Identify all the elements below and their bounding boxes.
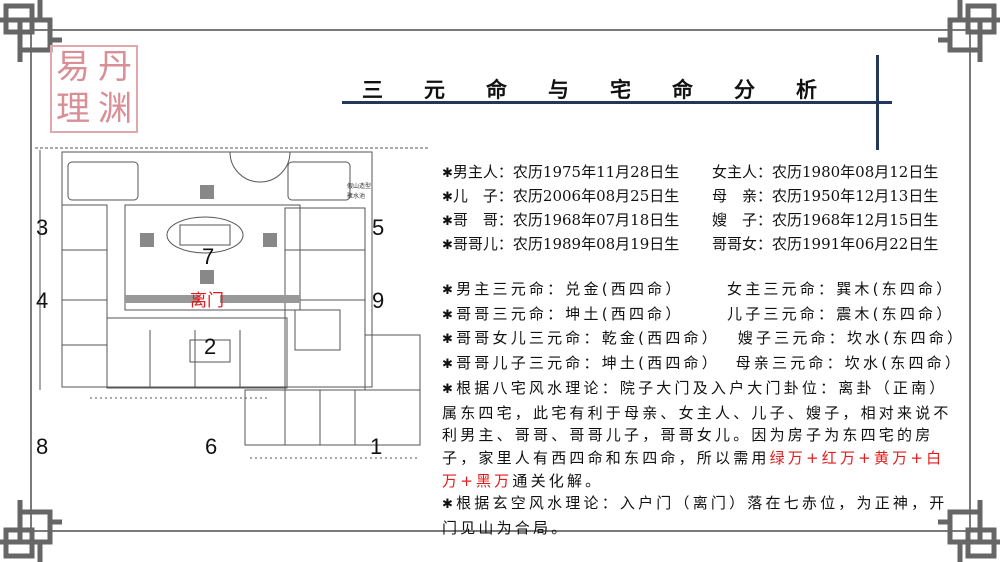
star-bullet-icon: ✱ xyxy=(442,283,457,298)
floor-plan: 假山造型 聚水池 3 4 8 6 7 2 5 9 1 离门 xyxy=(30,140,435,470)
xuankong-paragraph: ✱根据玄空风水理论：入户门（离门）落在七赤位，为正神，开门见山为合局。 xyxy=(442,492,962,539)
seal-logo: 易 丹 理 渊 xyxy=(50,45,138,133)
birth-info-row: ✱哥 哥：农历1968年07月18日生 嫂 子：农历1968年12月15日生 xyxy=(442,209,938,233)
ming-left: 男主三元命：兑金(西四命） xyxy=(456,280,684,298)
door-label-li-men: 离门 xyxy=(190,291,224,311)
pool-label: 聚水池 xyxy=(347,192,365,200)
corner-knot-ornament-bottom-left xyxy=(0,500,62,562)
star-bullet-icon: ✱ xyxy=(442,238,453,253)
star-bullet-icon: ✱ xyxy=(442,166,453,181)
sector-number-8: 8 xyxy=(36,434,49,459)
star-bullet-icon: ✱ xyxy=(442,332,457,348)
page-title: 三元命与宅命分析 xyxy=(362,78,858,102)
floor-plan-drawing: 假山造型 聚水池 xyxy=(35,147,430,459)
birth-info-left: 男主人：农历1975年11月28日生 xyxy=(452,163,680,181)
star-bullet-icon: ✱ xyxy=(442,381,457,397)
corner-knot-ornament-top-right xyxy=(938,0,1000,62)
corner-knot-ornament-top-left xyxy=(0,0,62,62)
sector-number-4: 4 xyxy=(36,288,49,313)
sector-number-9: 9 xyxy=(372,288,385,313)
star-bullet-icon: ✱ xyxy=(442,190,453,205)
sector-number-1: 1 xyxy=(370,434,383,459)
seal-char: 渊 xyxy=(98,89,132,129)
star-bullet-icon: ✱ xyxy=(442,307,457,323)
frame-left-line xyxy=(30,29,32,532)
sector-number-2: 2 xyxy=(204,334,217,359)
birth-info-row: ✱男主人：农历1975年11月28日生 女主人：农历1980年08月12日生 xyxy=(442,161,938,185)
sector-number-6: 6 xyxy=(205,434,218,459)
birth-info-right: 哥哥女：农历1991年06月22日生 xyxy=(712,235,939,253)
rockery-label: 假山造型 xyxy=(347,182,371,190)
ming-left: 哥哥女儿三元命：乾金(西四命） xyxy=(456,329,720,348)
birth-info-row: ✱哥哥儿：农历1989年08月19日生 哥哥女：农历1991年06月22日生 xyxy=(442,233,938,257)
ming-row: ✱哥哥三元命：坤土(西四命） 儿子三元命：震木(东四命） xyxy=(442,303,962,328)
ming-right: 儿子三元命：震木(东四命） xyxy=(727,304,955,323)
seal-char: 丹 xyxy=(98,47,132,87)
bazhai-tail: 通关化解。 xyxy=(512,471,604,490)
title-vertical-rule xyxy=(876,55,879,150)
sector-number-7: 7 xyxy=(202,244,215,269)
sector-number-3: 3 xyxy=(36,215,49,240)
ming-left: 哥哥三元命：坤土(西四命） xyxy=(456,304,684,323)
star-bullet-icon: ✱ xyxy=(442,497,457,513)
birth-info-left: 哥 哥：农历1968年07月18日生 xyxy=(452,211,680,229)
birth-info-row: ✱儿 子：农历2006年08月25日生 母 亲：农历1950年12月13日生 xyxy=(442,185,938,209)
corner-knot-ornament-bottom-right xyxy=(938,500,1000,562)
birth-info-right: 母 亲：农历1950年12月13日生 xyxy=(712,187,939,205)
ming-left: 哥哥儿子三元命：坤土(西四命） xyxy=(456,354,720,373)
star-bullet-icon: ✱ xyxy=(442,357,457,373)
bazhai-text: 根据八宅风水理论：院子大门及入户大门卦位：离卦（正南）属东四宅，此宅有利于母亲、… xyxy=(442,378,952,467)
bazhai-paragraph: ✱根据八宅风水理论：院子大门及入户大门卦位：离卦（正南）属东四宅，此宅有利于母亲… xyxy=(442,377,962,493)
title-underline xyxy=(342,101,892,104)
sector-number-5: 5 xyxy=(372,215,385,240)
ming-analysis: ✱男主三元命：兑金(西四命）女主三元命：巽木(东四命） ✱哥哥三元命：坤土(西四… xyxy=(442,278,962,540)
birth-info-right: 女主人：农历1980年08月12日生 xyxy=(712,163,939,181)
birth-info-left: 哥哥儿：农历1989年08月19日生 xyxy=(452,235,680,253)
frame-top-line xyxy=(30,29,970,31)
ming-row: ✱哥哥女儿三元命：乾金(西四命）嫂子三元命：坎水(东四命） xyxy=(442,327,962,352)
birth-info-right: 嫂 子：农历1968年12月15日生 xyxy=(712,211,939,229)
ming-right: 女主三元命：巽木(东四命） xyxy=(727,280,955,298)
ming-right: 嫂子三元命：坎水(东四命） xyxy=(737,329,966,348)
ming-right: 母亲三元命：坎水(东四命） xyxy=(735,354,964,373)
ming-row: ✱男主三元命：兑金(西四命） 女主三元命：巽木(东四命） xyxy=(442,278,962,303)
frame-right-line xyxy=(969,29,971,532)
birth-info-list: ✱男主人：农历1975年11月28日生女主人：农历1980年08月12日生 ✱儿… xyxy=(442,161,938,257)
bazhai-remedy: 绿万+红万+黄万+白万+黑万 xyxy=(442,448,945,490)
xuankong-text: 根据玄空风水理论：入户门（离门）落在七赤位，为正神，开门见山为合局。 xyxy=(442,494,948,538)
birth-info-left: 儿 子：农历2006年08月25日生 xyxy=(452,187,680,205)
frame-bottom-line xyxy=(30,530,970,532)
seal-char: 易 xyxy=(56,47,90,87)
ming-row: ✱哥哥儿子三元命：坤土(西四命） 母亲三元命：坎水(东四命） xyxy=(442,352,962,377)
seal-char: 理 xyxy=(56,89,90,129)
star-bullet-icon: ✱ xyxy=(442,214,453,229)
